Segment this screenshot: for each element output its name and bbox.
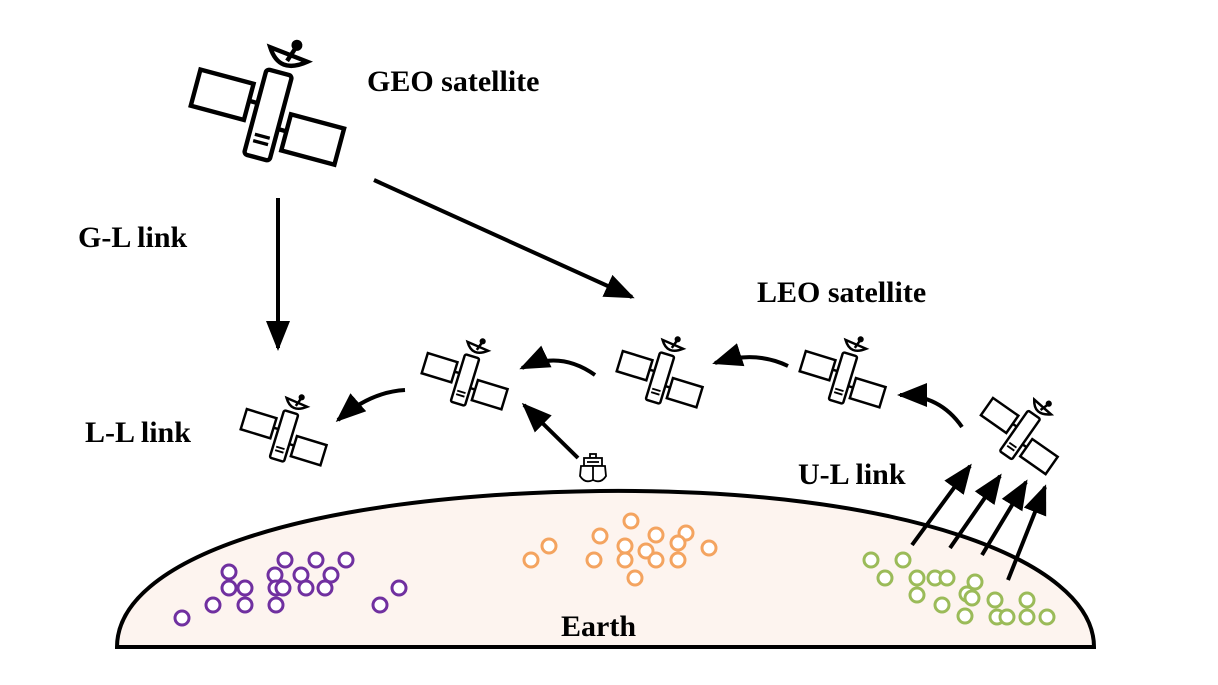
user-cluster-green (862, 551, 1056, 626)
leo-satellite-icon-5 (968, 371, 1083, 482)
user-marker (966, 573, 984, 591)
leo-satellite-icon-3 (610, 320, 716, 416)
user-marker (220, 563, 238, 581)
leo-satellite-icon-2 (415, 322, 521, 418)
user-marker (637, 542, 655, 560)
user-marker (908, 569, 926, 587)
user-marker (316, 579, 334, 597)
user-marker (956, 607, 974, 625)
geo-satellite-icon (182, 18, 363, 178)
ul-link-arrow-4 (1006, 484, 1047, 581)
user-marker (390, 579, 408, 597)
user-marker (1018, 591, 1036, 609)
gl-link-label: G-L link (78, 221, 188, 254)
earth-label: Earth (561, 610, 636, 643)
ll-link-label: L-L link (85, 416, 191, 449)
leo-satellite-label: LEO satellite (757, 276, 926, 309)
ship-uplink-arrow (521, 402, 580, 460)
user-marker (173, 609, 191, 627)
user-marker (276, 551, 294, 569)
ll-link-arrow-2 (519, 345, 597, 377)
ll-link-arrow-3 (712, 343, 789, 368)
user-marker (862, 551, 880, 569)
user-marker (998, 608, 1016, 626)
user-marker (267, 596, 285, 614)
geo-satellite-label: GEO satellite (367, 65, 539, 98)
user-marker (585, 551, 603, 569)
user-marker (204, 596, 222, 614)
ul-link-label: U-L link (798, 458, 906, 491)
user-marker (540, 537, 558, 555)
user-marker (522, 551, 540, 569)
user-marker (1018, 608, 1036, 626)
user-marker (616, 551, 634, 569)
ul-link-arrow-3 (980, 479, 1028, 557)
ship-icon (579, 453, 607, 483)
ul-link-arrow-1 (910, 463, 972, 547)
earth-dome (114, 488, 1097, 649)
user-marker (622, 512, 640, 530)
user-marker (307, 551, 325, 569)
ll-link-arrow-1 (335, 388, 406, 422)
user-marker (371, 596, 389, 614)
user-marker (938, 569, 956, 587)
user-marker (236, 596, 254, 614)
ul-link-arrow-2 (948, 473, 1002, 550)
user-marker (894, 551, 912, 569)
user-marker (647, 526, 665, 544)
ll-link-arrow-4 (897, 383, 964, 429)
user-marker (236, 579, 254, 597)
user-marker (220, 579, 238, 597)
user-marker (933, 596, 951, 614)
user-marker (616, 537, 634, 555)
user-marker (1038, 608, 1056, 626)
user-marker (908, 586, 926, 604)
leo-satellite-icon-4 (793, 320, 899, 416)
user-marker (669, 551, 687, 569)
leo-satellite-icon-1 (234, 378, 340, 474)
user-cluster-purple (173, 551, 408, 627)
user-marker (876, 569, 894, 587)
user-marker (669, 534, 687, 552)
user-marker (274, 579, 292, 597)
user-marker (626, 569, 644, 587)
user-marker (963, 589, 981, 607)
user-marker (591, 527, 609, 545)
user-marker (986, 591, 1004, 609)
user-marker (647, 551, 665, 569)
user-marker (297, 579, 315, 597)
gl-link-arrow-diagonal (373, 178, 635, 299)
user-marker (700, 539, 718, 557)
user-marker (337, 551, 355, 569)
user-cluster-orange (522, 512, 718, 587)
